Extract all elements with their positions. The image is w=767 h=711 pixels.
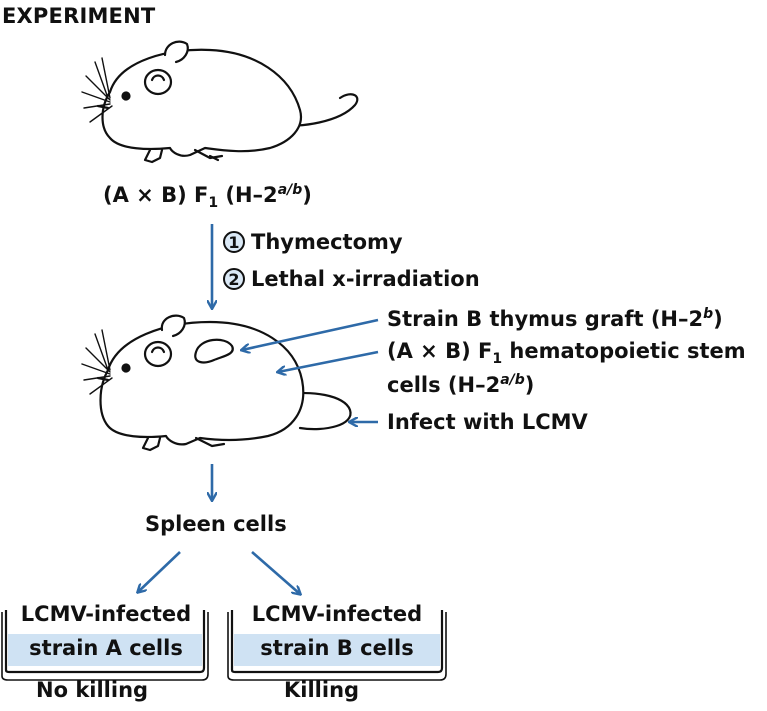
donor-prefix: (A × B) F <box>103 183 209 207</box>
recipient-mouse-illustration <box>81 314 352 452</box>
step-label: Thymectomy <box>251 230 403 254</box>
stem-suffix: hematopoietic stem <box>502 339 746 363</box>
result-a-label: No killing <box>36 678 149 702</box>
stem-cells-label-line2: cells (H–2a/b) <box>387 372 534 397</box>
step-thymectomy: 1 Thymectomy <box>223 230 403 254</box>
dish-b <box>227 610 447 681</box>
diagram-title: EXPERIMENT <box>2 4 156 28</box>
step-number-badge: 2 <box>223 268 245 290</box>
dish-a-line2: strain A cells <box>29 636 183 660</box>
stem2-prefix: cells (H–2 <box>387 373 501 397</box>
graft-prefix: Strain B thymus graft (H–2 <box>387 307 704 331</box>
stem-sub: 1 <box>492 351 503 368</box>
stem2-suffix: ) <box>524 373 535 397</box>
step-number-badge: 1 <box>223 231 245 253</box>
stem2-sup: a/b <box>500 372 525 388</box>
donor-strain-label: (A × B) F1 (H–2a/b) <box>103 182 312 211</box>
step-irradiation: 2 Lethal x-irradiation <box>223 267 480 291</box>
step-label: Lethal x-irradiation <box>251 267 480 291</box>
result-b-label: Killing <box>284 678 360 702</box>
donor-mouse-illustration <box>81 40 359 164</box>
spleen-cells-label: Spleen cells <box>145 512 287 536</box>
stem-prefix: (A × B) F <box>387 339 493 363</box>
donor-sup: a/b <box>277 182 303 198</box>
stem-cells-label-line1: (A × B) F1 hematopoietic stem <box>387 339 746 367</box>
arrow-branch-a <box>138 551 181 592</box>
arrow-branch-b <box>251 551 300 594</box>
dish-a-line1: LCMV-infected <box>20 602 192 626</box>
donor-mid: (H–2 <box>218 183 278 207</box>
dish-b-line1: LCMV-infected <box>251 602 423 626</box>
infect-label: Infect with LCMV <box>387 410 588 434</box>
thymus-graft-label: Strain B thymus graft (H–2b) <box>387 306 723 331</box>
graft-suffix: ) <box>713 307 723 331</box>
graft-sup: b <box>703 306 714 322</box>
dish-b-line2: strain B cells <box>260 636 414 660</box>
donor-suffix: ) <box>302 183 312 207</box>
arrow-stem <box>278 350 379 372</box>
donor-sub: 1 <box>208 195 219 212</box>
arrow-graft <box>242 318 379 350</box>
dish-a <box>1 610 209 681</box>
